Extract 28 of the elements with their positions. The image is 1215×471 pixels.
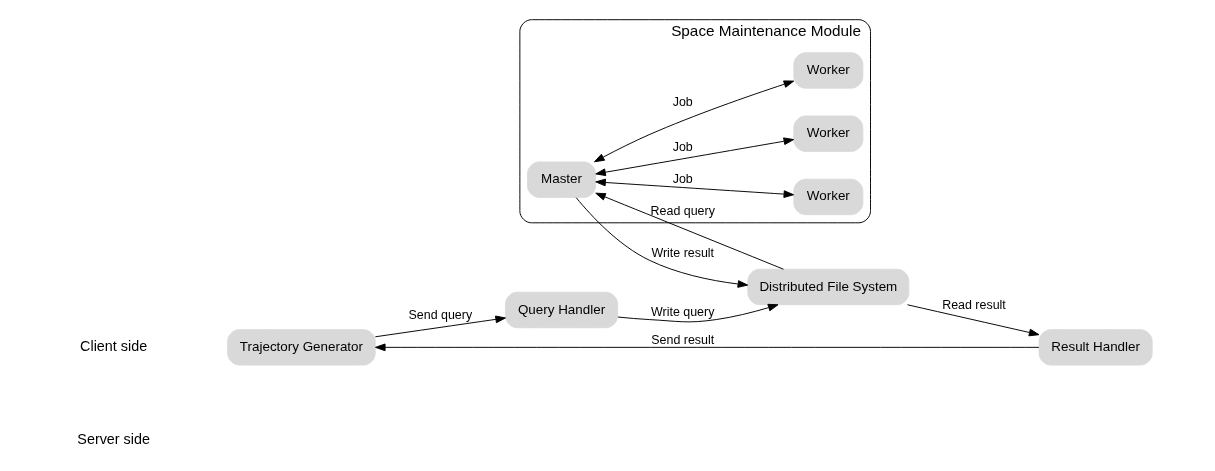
edge-label: Write query <box>650 305 714 320</box>
arrow <box>616 303 778 323</box>
arrow <box>575 197 748 288</box>
edge-label: Job <box>672 171 693 186</box>
label: Client side <box>79 337 147 354</box>
edge-label: Job <box>672 95 693 110</box>
node-box: Master <box>526 161 596 198</box>
arrow <box>906 304 1039 337</box>
edge-label: Write result <box>650 245 714 260</box>
node-box: Trajectory Generator <box>226 329 376 366</box>
edge-label: Job <box>672 140 693 155</box>
node-box: Query Handler <box>504 291 618 329</box>
node-box: Result Handler <box>1038 329 1153 366</box>
arrow <box>594 178 794 198</box>
edge-label: Send query <box>408 307 472 322</box>
arrow <box>594 137 794 177</box>
arrow <box>593 80 794 163</box>
label: Server side <box>76 430 150 447</box>
arrow <box>374 315 506 338</box>
edge-label: Read query <box>650 203 715 218</box>
edge-label: Send result <box>650 332 714 347</box>
node-box: Distributed File System <box>746 268 909 306</box>
arrow <box>594 192 784 270</box>
node-box: Worker <box>792 52 863 89</box>
node-box: Worker <box>792 115 863 152</box>
edge-label: Read result <box>941 298 1006 313</box>
node-box: Worker <box>792 178 863 216</box>
arrow <box>374 343 1039 352</box>
